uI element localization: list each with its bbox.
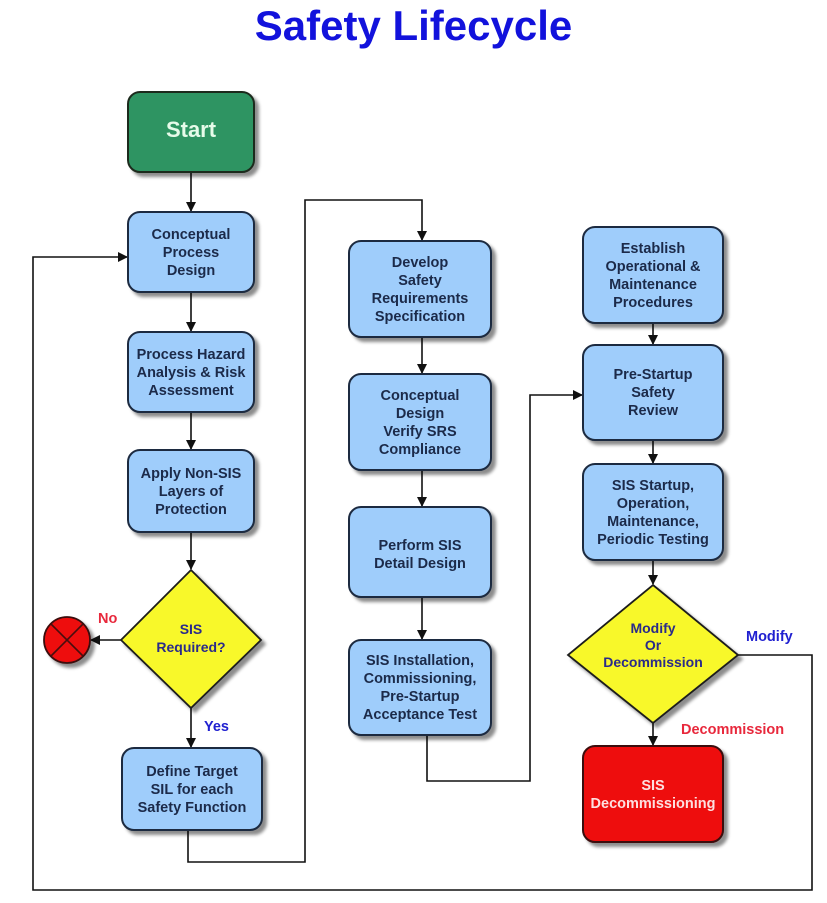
label-line: SIS Installation, xyxy=(366,653,474,669)
node-sis-decommissioning[interactable]: SIS Decommissioning xyxy=(582,745,724,843)
label-line: Verify SRS xyxy=(383,424,457,440)
label-line: SIL for each xyxy=(151,782,234,798)
label-line: Establish xyxy=(621,241,685,257)
node-sis-startup-label: SIS Startup, Operation, Maintenance, Period… xyxy=(597,478,709,548)
node-sis-startup[interactable]: SIS Startup, Operation, Maintenance, Period… xyxy=(582,463,724,561)
node-start-label: Start xyxy=(166,117,217,142)
label-line: Decommissioning xyxy=(591,796,716,812)
label-line: Review xyxy=(628,403,679,419)
stop-terminator[interactable] xyxy=(43,616,91,664)
label-line: Conceptual xyxy=(152,227,231,243)
label-line: Perform SIS xyxy=(379,538,462,554)
node-sis-decommissioning-label: SIS Decommissioning xyxy=(591,778,716,812)
label-line: Safety Function xyxy=(138,800,247,816)
branch-label-no: No xyxy=(98,611,117,627)
label-line: Process Hazard xyxy=(137,347,246,363)
label-line: SIS xyxy=(641,778,665,794)
label-line: Develop xyxy=(392,255,449,271)
node-perform-detail-design[interactable]: Perform SIS Detail Design xyxy=(348,506,492,598)
label-line: Define Target xyxy=(146,764,238,780)
label-line: Or xyxy=(645,637,662,653)
branch-label-modify: Modify xyxy=(746,629,793,645)
page-title: Safety Lifecycle xyxy=(254,2,573,49)
node-start[interactable]: Start xyxy=(127,91,255,173)
label-line: Commissioning, xyxy=(364,671,477,687)
label-line: SIS xyxy=(180,621,203,637)
decision-sis-required-label: SIS Required? xyxy=(156,621,225,655)
label-line: Start xyxy=(166,117,217,142)
label-line: Operation, xyxy=(617,496,690,512)
x-circle-icon xyxy=(50,623,84,657)
label-line: Maintenance xyxy=(609,277,697,293)
label-line: Pre-Startup xyxy=(614,367,693,383)
label-line: SIS Startup, xyxy=(612,478,694,494)
label-line: Detail Design xyxy=(374,556,466,572)
node-apply-non-sis-layers-label: Apply Non-SIS Layers of Protection xyxy=(141,466,242,518)
node-sis-installation[interactable]: SIS Installation, Commissioning, Pre-Start… xyxy=(348,639,492,736)
label-line: Specification xyxy=(375,309,465,325)
label-line: Periodic Testing xyxy=(597,532,709,548)
label-line: Pre-Startup xyxy=(381,689,460,705)
node-apply-non-sis-layers[interactable]: Apply Non-SIS Layers of Protection xyxy=(127,449,255,533)
label-line: Design xyxy=(167,263,215,279)
label-line: Safety xyxy=(631,385,675,401)
edge-sil-to-srs xyxy=(187,199,427,863)
label-line: Maintenance, xyxy=(607,514,699,530)
label-line: Procedures xyxy=(613,295,693,311)
node-perform-detail-design-label: Perform SIS Detail Design xyxy=(374,538,466,572)
decision-sis-required[interactable]: SIS Required? xyxy=(119,568,263,710)
label-line: Protection xyxy=(155,502,227,518)
label-line: Decommission xyxy=(603,654,703,670)
label-line: Apply Non-SIS xyxy=(141,466,242,482)
label-line: Analysis & Risk xyxy=(137,365,247,381)
label-line: Modify xyxy=(630,620,675,636)
label-line: Conceptual xyxy=(381,388,460,404)
label-line: Layers of xyxy=(159,484,224,500)
edge-modify-loop xyxy=(32,252,813,891)
node-sis-installation-label: SIS Installation, Commissioning, Pre-Start… xyxy=(363,653,477,723)
branch-label-yes: Yes xyxy=(204,719,229,735)
edge-install-to-review xyxy=(426,390,583,782)
label-line: Assessment xyxy=(148,383,234,399)
label-line: Safety xyxy=(398,273,442,289)
branch-label-decommission: Decommission xyxy=(681,722,784,738)
label-line: Design xyxy=(396,406,444,422)
label-line: Acceptance Test xyxy=(363,707,477,723)
label-line: Compliance xyxy=(379,442,461,458)
label-line: Operational & xyxy=(605,259,701,275)
label-line: Process xyxy=(163,245,219,261)
label-line: Requirements xyxy=(372,291,469,307)
label-line: Required? xyxy=(156,639,225,655)
